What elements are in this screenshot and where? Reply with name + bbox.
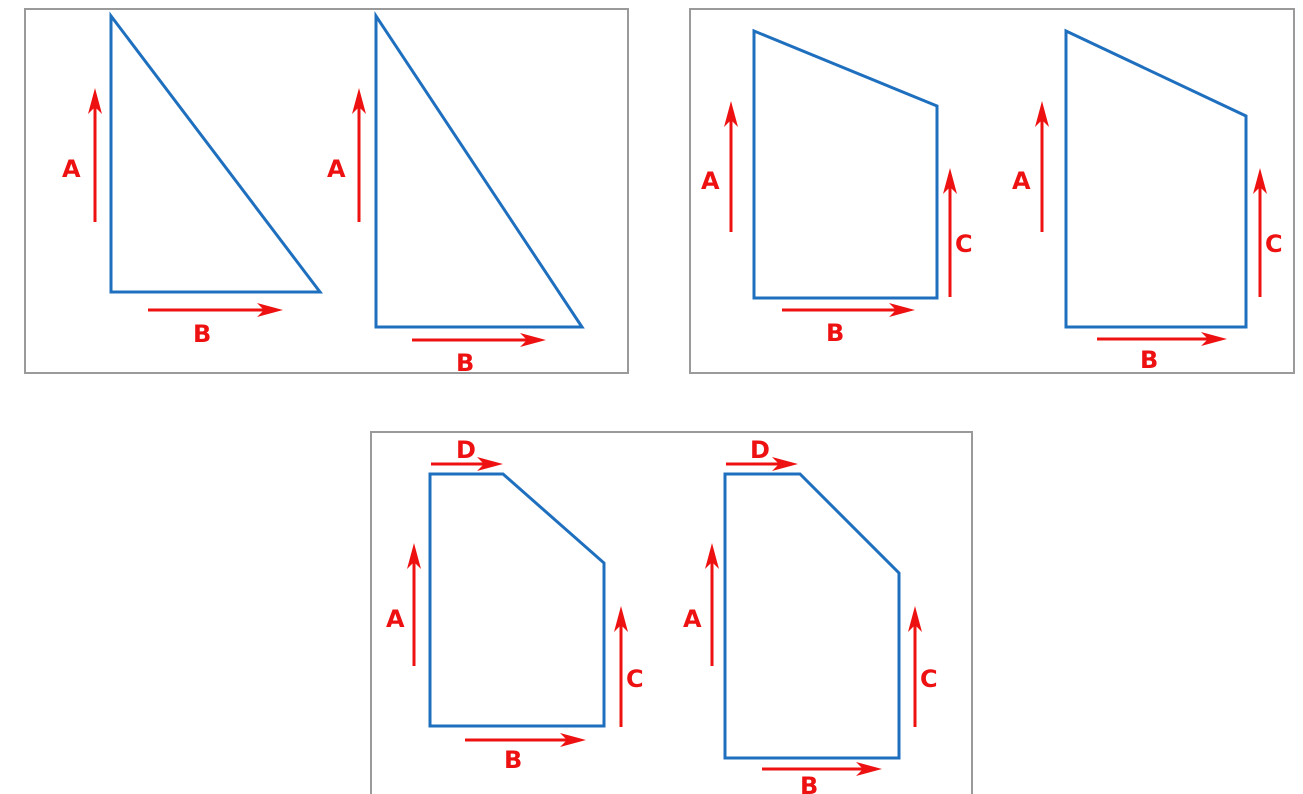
triangle-large-outline [374, 11, 585, 329]
arrow-b [465, 733, 586, 747]
arrow-b [148, 303, 283, 317]
arrow-c [908, 606, 922, 727]
label-d: D [456, 436, 476, 464]
arrow-c [614, 606, 628, 727]
arrow-d [431, 457, 503, 471]
arrow-b [1097, 332, 1227, 346]
triangle-small: A B [62, 11, 324, 348]
arrow-a [1035, 101, 1049, 232]
label-c: C [626, 665, 644, 693]
arrow-a [724, 101, 738, 232]
trapezoid-large-outline [1064, 28, 1248, 329]
arrow-a [88, 88, 102, 222]
arrow-c [943, 168, 957, 297]
label-b: B [456, 349, 474, 377]
trapezoid-small: A C B [701, 28, 973, 347]
label-c: C [1265, 230, 1283, 258]
trapezoid-small-outline [752, 28, 939, 300]
triangle-small-outline [109, 11, 324, 294]
label-a: A [1012, 167, 1031, 195]
label-b: B [800, 772, 818, 794]
arrow-a [705, 543, 719, 666]
label-d: D [750, 436, 770, 464]
pentagon-small-outline [428, 472, 606, 728]
arrow-b [412, 333, 546, 347]
label-b: B [826, 319, 844, 347]
label-b: B [193, 320, 211, 348]
label-a: A [701, 167, 720, 195]
label-a: A [683, 605, 702, 633]
arrow-b [782, 303, 915, 317]
label-a: A [62, 155, 81, 183]
panel-pentagons: D A C B D [370, 431, 973, 794]
triangle-large: A B [327, 11, 585, 377]
pentagon-large-outline [723, 472, 901, 760]
trapezoid-large: A C B [1012, 28, 1283, 374]
label-a: A [327, 155, 346, 183]
arrow-d [726, 457, 798, 471]
label-b: B [1140, 346, 1158, 374]
label-c: C [920, 665, 938, 693]
label-a: A [386, 605, 405, 633]
label-c: C [955, 230, 973, 258]
pentagon-small: D A C B [386, 436, 644, 774]
pentagon-large: D A C B [683, 436, 938, 794]
arrow-a [352, 88, 366, 222]
arrow-a [407, 543, 421, 666]
label-b: B [504, 746, 522, 774]
arrow-c [1253, 168, 1267, 297]
panel-triangles: A B A B [24, 8, 629, 377]
panel-trapezoids: A C B A C [689, 8, 1295, 374]
arrow-b [762, 762, 882, 776]
